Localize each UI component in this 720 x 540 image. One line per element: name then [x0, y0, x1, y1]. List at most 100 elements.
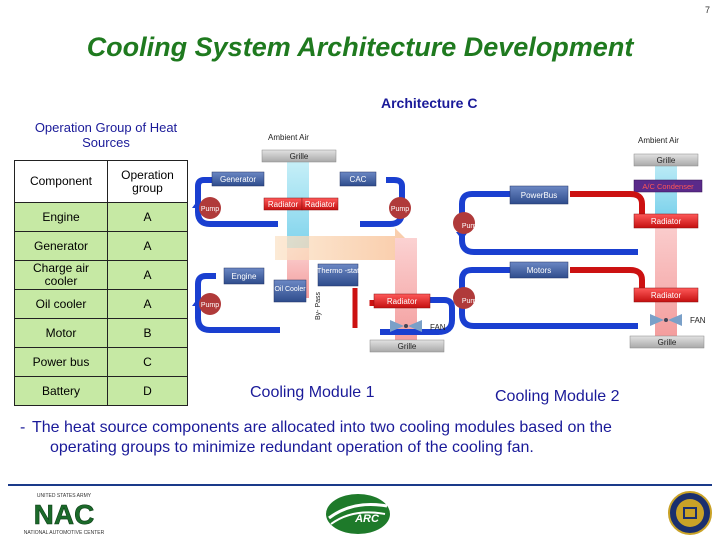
nac-logo-top-text: UNITED STATES ARMY: [37, 493, 92, 499]
slide-title: Cooling System Architecture Development: [86, 32, 634, 62]
module1-pump-left-top-label: Pump: [201, 206, 219, 213]
module2-top-loop-left: [459, 191, 510, 214]
module1-top-loop-left: [195, 177, 278, 227]
table-header-group: Operation group: [107, 160, 188, 203]
table-row: Charge air cooler A: [14, 260, 188, 290]
module1-radiator-main: [373, 293, 431, 309]
module2-top-loop-bottom: [459, 232, 638, 255]
module2-ambient-air-label: Ambient Air: [638, 136, 679, 145]
module2-pump-bottom: [453, 287, 475, 309]
table-cell-component: Charge air cooler: [14, 260, 108, 290]
module1-pump-left-top: [199, 197, 221, 219]
summary-bullet: - The heat source components are allocat…: [20, 418, 710, 458]
module2-pump-bottom-label: Pump: [462, 298, 480, 305]
module2-radiator-top-label: Radiator: [651, 217, 682, 226]
module2-fan-icon: [650, 314, 682, 326]
module2-radiator-bottom-label: Radiator: [651, 291, 682, 300]
nac-logo-text: NAC: [34, 499, 95, 530]
module1-grille-bottom: [369, 339, 445, 353]
bullet-line-1: The heat source components are allocated…: [32, 419, 612, 436]
module2-bottom-loop-left: [459, 267, 510, 288]
module2-powerbus-box: [509, 185, 569, 205]
table-cell-group: A: [107, 260, 188, 290]
footer-divider: [8, 484, 712, 486]
table-row: Power bus C: [14, 347, 188, 377]
table-cell-group: B: [107, 318, 188, 348]
module1-pump-right-top: [389, 197, 411, 219]
module1-thermostat-label: Thermo -stat: [317, 266, 360, 275]
table-cell-group: A: [107, 231, 188, 261]
module1-fan-label: FAN: [430, 323, 446, 332]
module2-grille-top: [633, 153, 699, 167]
table-cell-group: A: [107, 289, 188, 319]
cooling-module-1-caption: Cooling Module 1: [250, 384, 375, 401]
module1-cac-label: CAC: [350, 175, 367, 184]
module2-motors-label: Motors: [527, 266, 551, 275]
table-row: Oil cooler A: [14, 289, 188, 319]
operation-group-table: Component Operation group Engine A Gener…: [14, 160, 188, 406]
page-number: 7: [704, 5, 710, 15]
module1-grille-top-label: Grille: [290, 152, 309, 161]
table-cell-group: A: [107, 202, 188, 232]
module1-radiator-b-label: Radiator: [305, 200, 336, 209]
module2-bottom-loop-bottom: [459, 306, 638, 329]
module2-pump-top-label: Pump: [462, 223, 480, 230]
module2-motors-box: [509, 261, 569, 279]
module2-bottom-loop-hot: [570, 267, 645, 290]
cooling-module-2-diagram: Ambient Air Grille A/C Condenser PowerBu…: [453, 136, 706, 349]
module1-grille-bottom-label: Grille: [398, 342, 417, 351]
module1-cac-box: [339, 171, 377, 187]
table-cell-component: Motor: [14, 318, 108, 348]
module1-generator-box: [211, 171, 265, 187]
nac-logo-bottom-text: NATIONAL AUTOMOTIVE CENTER: [24, 530, 105, 536]
module2-ac-condenser-label: A/C Condenser: [642, 182, 694, 191]
module1-grille-top: [261, 149, 337, 163]
module2-grille-top-label: Grille: [657, 156, 676, 165]
module2-grille-bottom-label: Grille: [658, 338, 677, 347]
architecture-label: Architecture C: [381, 95, 478, 111]
module1-thermostat-box: [317, 263, 359, 287]
module2-radiator-top: [633, 213, 699, 229]
module2-warm-air-flow: [655, 214, 677, 344]
module1-radiator-a-label: Radiator: [268, 200, 299, 209]
module1-pump-right-top-label: Pump: [391, 206, 409, 213]
module2-powerbus-label: PowerBus: [521, 191, 557, 200]
module1-fan-icon: [390, 320, 422, 332]
module2-fan-label: FAN: [690, 316, 706, 325]
module1-radiator-main-label: Radiator: [387, 297, 418, 306]
table-row: Engine A: [14, 202, 188, 232]
module1-pump-left-bottom: [199, 293, 221, 315]
table-header-row: Component Operation group: [14, 160, 188, 203]
cooling-module-1-diagram: Ambient Air Grille Generator CAC Radiato…: [192, 133, 455, 353]
university-seal-logo: [668, 491, 712, 535]
module1-oil-cooler-label: Oil Cooler: [274, 286, 306, 293]
module2-radiator-bottom: [633, 287, 699, 303]
module2-grille-bottom: [629, 335, 705, 349]
module1-engine-box: [223, 267, 265, 285]
bullet-line-2: operating groups to minimize redundant o…: [50, 439, 534, 456]
module1-ambient-air-label: Ambient Air: [268, 133, 309, 142]
table-row: Generator A: [14, 231, 188, 261]
module2-flow-arrow: [456, 232, 468, 240]
module1-engine-label: Engine: [232, 272, 257, 281]
module2-top-loop-hot: [570, 191, 645, 218]
table-cell-component: Generator: [14, 231, 108, 261]
module2-ac-condenser: [633, 179, 703, 193]
table-row: Battery D: [14, 376, 188, 406]
module1-air-arrow: [275, 228, 415, 268]
arc-logo: ARC: [326, 494, 390, 534]
table-header-component: Component: [14, 160, 108, 203]
cooling-module-2-caption: Cooling Module 2: [495, 388, 620, 405]
table-cell-group: D: [107, 376, 188, 406]
table-cell-component: Oil cooler: [14, 289, 108, 319]
module1-bypass-label: By- Pass: [315, 291, 322, 320]
nac-logo: UNITED STATES ARMY NAC NATIONAL AUTOMOTI…: [8, 490, 120, 536]
cooling-architecture-diagram: Ambient Air Grille Generator CAC Radiato…: [192, 133, 706, 353]
bullet-dash: -: [20, 419, 26, 436]
table-cell-component: Battery: [14, 376, 108, 406]
operation-group-title: Operation Group of Heat Sources: [34, 120, 178, 150]
module1-radiator-b: [301, 197, 339, 211]
table-cell-component: Engine: [14, 202, 108, 232]
arc-logo-text: ARC: [354, 513, 380, 525]
table-row: Motor B: [14, 318, 188, 348]
